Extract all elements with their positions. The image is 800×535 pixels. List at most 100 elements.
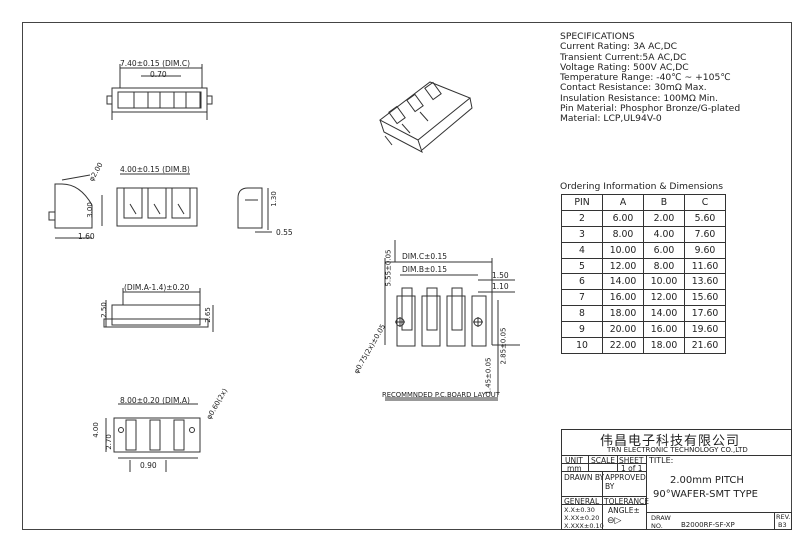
specifications: SPECIFICATIONS Current Rating: 3A AC,DC …	[560, 31, 740, 125]
dim-side-depth: 1.60	[78, 232, 95, 241]
tol-1: X.X±0.30	[564, 506, 595, 514]
spec-line: Insulation Resistance: 100MΩ Min.	[560, 92, 718, 104]
cell: 10	[561, 337, 603, 354]
cell: 6.00	[643, 241, 685, 259]
scale-label: SCALE	[591, 456, 616, 465]
spec-line: Material: LCP,UL94V-0	[560, 113, 662, 125]
dim-pcb-vert: 5.55±0.05	[384, 249, 393, 287]
general-label: GENERAL	[564, 497, 600, 506]
bottom-view	[103, 288, 214, 332]
lower-view	[105, 403, 201, 472]
rev-value: B3	[778, 521, 787, 529]
cell: 9	[561, 321, 603, 339]
dim-bottom-h-right: 2.65	[203, 307, 212, 323]
dim-pcb-b: DIM.B±0.15	[402, 265, 447, 274]
spec-line: Temperature Range: -40℃ ~ +105℃	[560, 72, 731, 84]
title-block-company: 伟昌电子科技有限公司 TRN ELECTRONIC TECHNOLOGY CO.…	[561, 429, 792, 456]
company-name-en: TRN ELECTRONIC TECHNOLOGY CO.,LTD	[607, 446, 748, 454]
cell: 6	[561, 273, 603, 291]
angle-label: ANGLE±	[608, 506, 640, 515]
dim-pcb-145: 1.45±0.05	[484, 357, 493, 395]
dim-lower-h2: 2.70	[104, 434, 113, 450]
dim-pcb-150: 1.50	[492, 271, 509, 280]
cell: 7	[561, 289, 603, 307]
side-view	[48, 174, 103, 239]
cell: 19.60	[684, 321, 726, 339]
cell: 15.60	[684, 289, 726, 307]
cell: 12.00	[643, 289, 685, 307]
col-header: A	[602, 194, 644, 211]
isometric-view	[379, 81, 473, 154]
cell: 4	[561, 241, 603, 259]
ordering-heading: Ordering Information & Dimensions	[560, 181, 724, 192]
tol-3: X.XXX±0.10	[564, 522, 604, 530]
dim-top-width: 7.40±0.15 (DIM.C)	[120, 59, 190, 68]
dim-lower-h1: 4.00	[91, 422, 100, 438]
angle-cell: ANGLE± ⊖▷	[602, 504, 647, 530]
spec-line: Current Rating: 3A AC,DC	[560, 41, 678, 53]
top-view	[106, 64, 213, 120]
rev-label: REV.	[776, 513, 791, 521]
approved-by-label: APPROVED BY	[605, 473, 646, 491]
dim-lower-width: 8.00±0.20 (DIM.A)	[120, 396, 190, 405]
spec-heading: SPECIFICATIONS	[560, 31, 635, 42]
cell: 18.00	[602, 305, 644, 323]
cell: 8	[561, 305, 603, 323]
cell: 5.60	[684, 209, 726, 227]
dim-bottom-h-left: 2.50	[99, 302, 108, 318]
spec-line: Transient Current:5A AC,DC	[560, 51, 687, 63]
cell: 14.00	[643, 305, 685, 323]
unit-value: mm	[567, 464, 582, 473]
approved-by-cell: APPROVED BY	[602, 471, 647, 497]
cell: 12.00	[602, 257, 644, 275]
dim-lower-pitch: 0.90	[140, 461, 157, 470]
spec-line: Contact Resistance: 30mΩ Max.	[560, 82, 707, 94]
pcb-layout-title: RECOMMNDED P.C.BOARD LAYOUT	[382, 391, 500, 399]
dim-pcb-285: 2.85±0.05	[499, 327, 508, 365]
cell: 16.00	[643, 321, 685, 339]
cell: 3	[561, 225, 603, 243]
draw-no-value: B2000RF-SF-XP	[681, 521, 735, 529]
cell: 14.00	[602, 273, 644, 291]
cell: 8.00	[602, 225, 644, 243]
tolerance-label: TOLERANCE	[604, 497, 650, 506]
unit-label: UNIT	[565, 456, 583, 465]
projection-symbol-icon: ⊖▷	[607, 516, 622, 526]
cell: 20.00	[602, 321, 644, 339]
title-line-2: 90°WAFER-SMT TYPE	[653, 489, 758, 500]
dim-bottom-width: (DIM.A-1.4)±0.20	[124, 283, 190, 292]
dim-pcb-c: DIM.C±0.15	[402, 252, 448, 261]
draw-no-cell: DRAW NO. B2000RF-SF-XP	[646, 512, 775, 530]
cell: 13.60	[684, 273, 726, 291]
cell: 16.00	[602, 289, 644, 307]
col-header: B	[643, 194, 685, 211]
draw-no-label: DRAW NO.	[651, 514, 671, 530]
cell: 2	[561, 209, 603, 227]
cell: 11.60	[684, 257, 726, 275]
tol-2: X.XX±0.20	[564, 514, 600, 522]
cell: 18.00	[643, 337, 685, 354]
cell: 2.00	[643, 209, 685, 227]
tolerance-values: X.X±0.30 X.XX±0.20 X.XXX±0.10	[561, 504, 604, 530]
dim-detail-height: 1.30	[269, 191, 278, 207]
title-label: TITLE:	[649, 456, 674, 465]
col-header: C	[684, 194, 726, 211]
ordering-header-row: PIN A B C	[561, 194, 726, 211]
detail-view	[237, 187, 272, 233]
cell: 5	[561, 257, 603, 275]
sheet-label: SHEET	[619, 456, 644, 465]
sheet-value: 1 of 1	[621, 464, 643, 473]
cell: 21.60	[684, 337, 726, 354]
cell: 9.60	[684, 241, 726, 259]
dim-front-width: 4.00±0.15 (DIM.B)	[120, 165, 190, 174]
cell: 4.00	[643, 225, 685, 243]
title-line-1: 2.00mm PITCH	[670, 475, 744, 486]
drawn-by-cell: DRAWN BY	[561, 471, 604, 497]
